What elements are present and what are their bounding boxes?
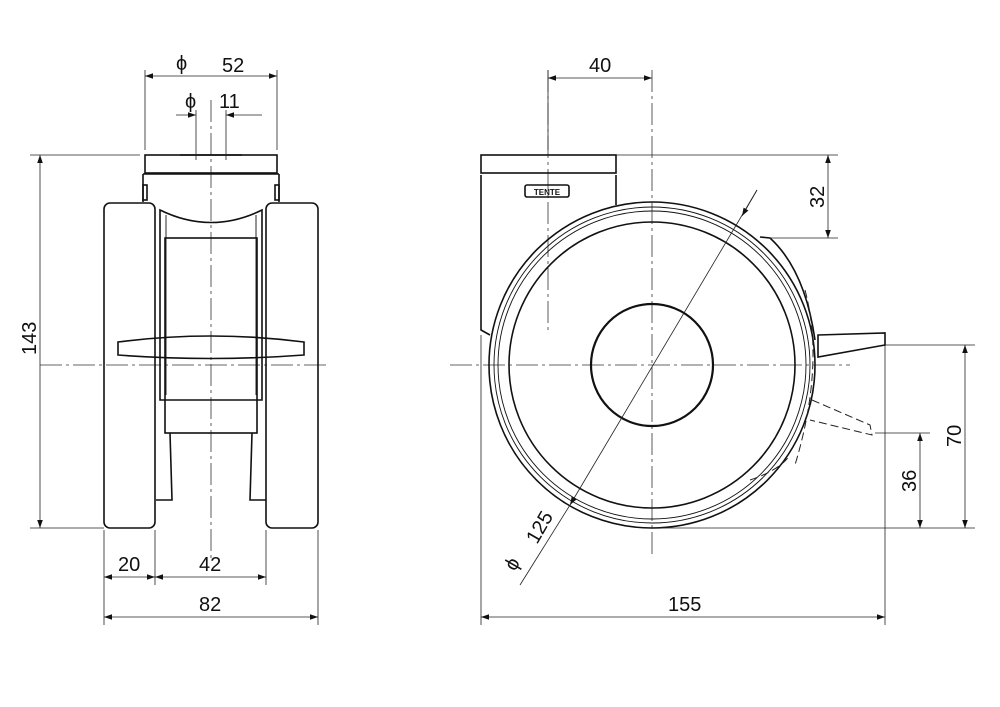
dim-wheel-diameter-symbol: ϕ xyxy=(500,554,525,575)
fork-body xyxy=(159,208,263,401)
axle-housing xyxy=(164,237,258,434)
dim-hole-symbol: ϕ xyxy=(185,91,196,113)
dim-brake-released-height: 36 xyxy=(899,470,921,492)
bearing-left xyxy=(142,184,148,201)
fork-legs xyxy=(156,432,266,501)
dim-plate-to-brake: 32 xyxy=(807,186,829,208)
dim-plate-symbol: ϕ xyxy=(176,53,187,75)
swivel-housing-side xyxy=(480,175,617,336)
dim-wheel-diameter-value: 125 xyxy=(522,508,558,548)
tente-logo-text: TENTE xyxy=(534,188,561,197)
front-dimensions: ϕ 52 ϕ 11 143 20 42 82 xyxy=(19,53,319,625)
wheel-tread-outer xyxy=(488,201,816,529)
side-view: TENTE 40 32 70 36 ϕ 125 xyxy=(450,55,975,625)
tente-logo xyxy=(524,184,570,198)
wheel-tread-line xyxy=(493,206,811,524)
dim-offset: 40 xyxy=(589,55,611,77)
dim-total-length: 155 xyxy=(668,594,701,616)
wheel-tread-line xyxy=(497,210,807,520)
brake-lever-released xyxy=(794,289,873,466)
brake-lever xyxy=(817,332,886,358)
wheel-right xyxy=(265,202,319,529)
dim-wheel-width: 20 xyxy=(118,554,140,576)
dim-total-width: 82 xyxy=(199,594,221,616)
dim-wheel-gap: 42 xyxy=(199,554,221,576)
bearing-right xyxy=(274,184,280,201)
wheel-hub xyxy=(589,302,715,428)
brake-housing xyxy=(759,236,816,341)
wheel-rim xyxy=(508,221,796,509)
dim-height: 143 xyxy=(19,322,41,355)
wheel-left xyxy=(103,202,156,529)
brake-hidden-line xyxy=(749,454,791,481)
dim-plate-value: 52 xyxy=(222,55,244,77)
front-view: ϕ 52 ϕ 11 143 20 42 82 xyxy=(19,53,330,625)
side-dimensions: 40 32 70 36 ϕ 125 155 xyxy=(480,55,975,625)
dim-hole-value: 11 xyxy=(219,91,240,113)
dim-brake-height: 70 xyxy=(944,425,966,447)
brake-pedal xyxy=(117,335,305,360)
top-plate-side xyxy=(480,154,617,174)
